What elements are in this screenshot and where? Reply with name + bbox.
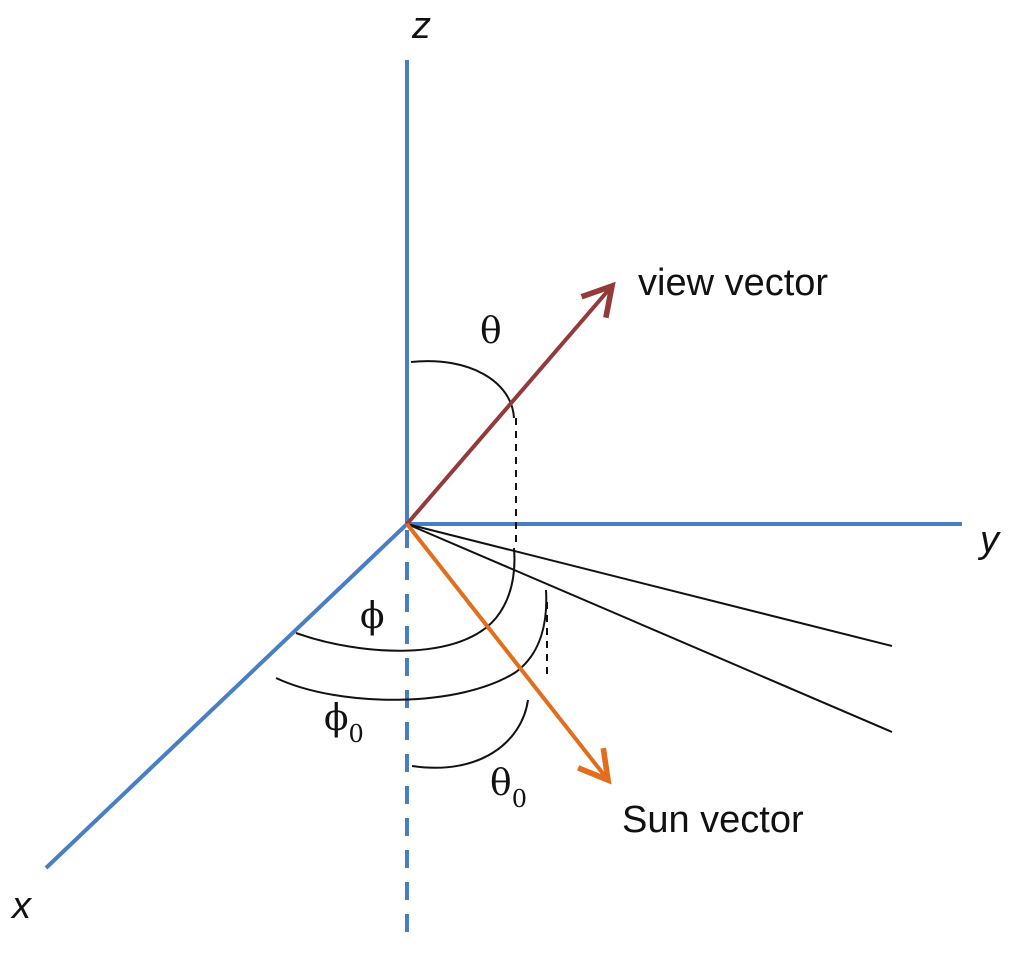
sun-vector xyxy=(405,522,612,785)
phi-label: ϕ xyxy=(360,596,385,637)
y-axis-label: y xyxy=(977,519,1001,561)
view-vector-label: view vector xyxy=(638,262,828,304)
view-vector xyxy=(405,281,616,526)
phi0-label: ϕ0 xyxy=(324,698,364,748)
view-projection-line xyxy=(406,523,893,647)
sun-projection-line xyxy=(406,523,893,733)
phi0-subscript: 0 xyxy=(349,720,364,748)
phi-arc xyxy=(295,547,516,652)
x-axis xyxy=(44,522,409,870)
theta-label: θ xyxy=(480,311,502,352)
x-axis-label: x xyxy=(10,885,33,927)
z-axis-label: z xyxy=(411,5,431,47)
phi0-main: ϕ xyxy=(324,698,349,739)
theta0-subscript: 0 xyxy=(512,785,527,813)
theta0-label: θ0 xyxy=(490,763,527,813)
theta0-arc xyxy=(411,699,529,769)
theta-arc xyxy=(410,360,515,419)
sun-vector-label: Sun vector xyxy=(622,799,804,841)
phi0-arc xyxy=(275,589,548,701)
theta0-main: θ xyxy=(490,763,512,804)
